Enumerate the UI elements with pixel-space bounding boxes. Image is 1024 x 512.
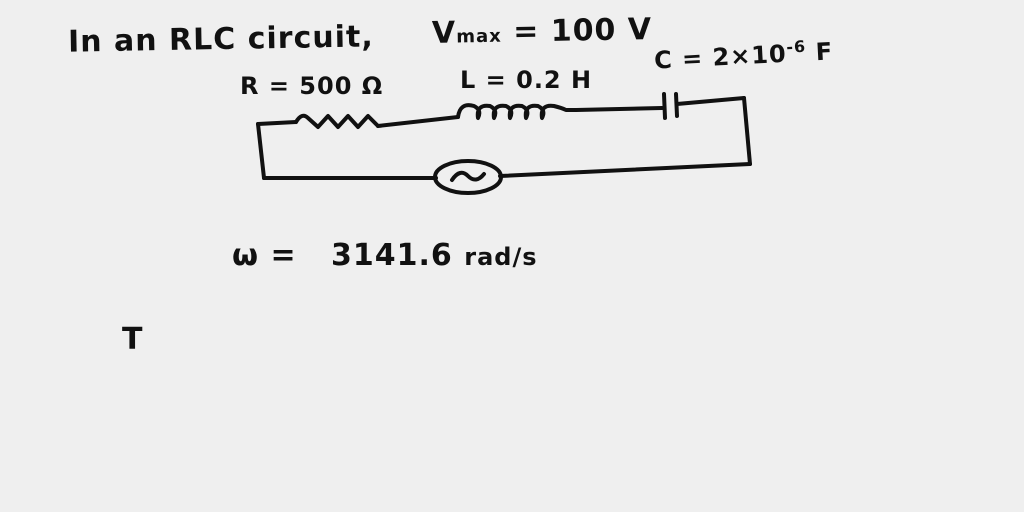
inductor-label: L = 0.2 H xyxy=(460,66,593,94)
resistor-label: R = 500 Ω xyxy=(240,72,384,100)
capacitor-plate-1 xyxy=(662,92,667,120)
wire-left xyxy=(256,122,266,180)
omega-symbol: ω = xyxy=(232,238,297,273)
wire-c-to-right xyxy=(675,96,746,106)
ac-source-icon xyxy=(433,159,503,195)
wire-top-left xyxy=(256,120,298,126)
inductor-icon xyxy=(456,103,578,120)
ac-source-sine xyxy=(450,170,486,182)
wire-bottom-right xyxy=(498,162,752,178)
omega-expression: ω = 3141.6 rad/s xyxy=(232,238,538,273)
wire-l-to-c xyxy=(574,106,664,112)
period-variable: T xyxy=(122,322,144,357)
wire-right xyxy=(742,96,752,166)
omega-unit: rad/s xyxy=(464,243,538,271)
wire-r-to-l xyxy=(376,115,460,128)
resistor-icon xyxy=(294,113,380,129)
omega-value: 3141.6 xyxy=(331,238,453,273)
